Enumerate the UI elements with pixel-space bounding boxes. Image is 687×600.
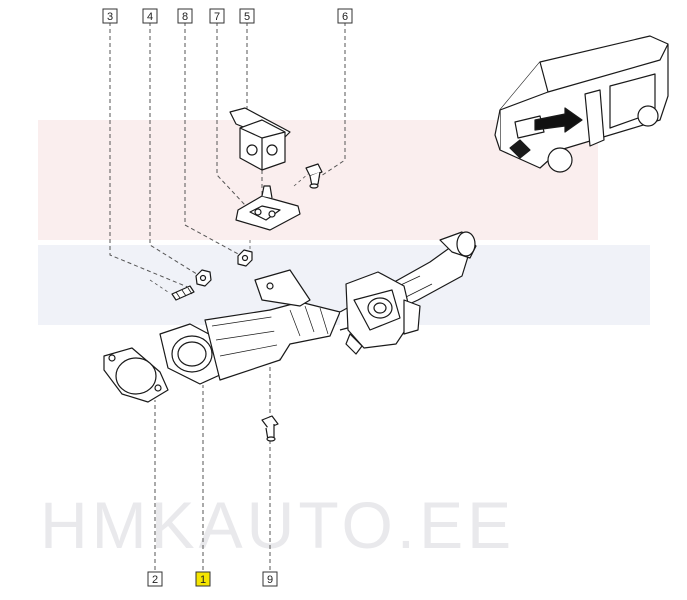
leader-lines <box>109 22 346 570</box>
callout-4[interactable]: 4 <box>142 8 158 24</box>
callout-7[interactable]: 7 <box>209 8 225 24</box>
part-1-egr-cooler-pipe[interactable] <box>159 231 477 385</box>
callout-label: 1 <box>200 574 206 586</box>
callout-9[interactable]: 9 <box>262 571 278 587</box>
part-6-bolt[interactable] <box>305 163 323 189</box>
assembly-axis-lines <box>149 173 309 293</box>
part-5-mount-block[interactable] <box>229 107 291 171</box>
part-2-gasket[interactable] <box>103 347 169 403</box>
part-4-nut[interactable] <box>195 269 212 287</box>
locator-arrow-icon <box>534 107 583 133</box>
callout-label: 6 <box>342 11 348 23</box>
callout-label: 5 <box>244 11 250 23</box>
callout-8[interactable]: 8 <box>177 8 193 24</box>
watermark-site-text: HMKAUTO.EE <box>40 488 515 562</box>
callout-3[interactable]: 3 <box>102 8 118 24</box>
van-locator-icon <box>494 35 669 173</box>
watermark: HMKAUTO.EE <box>38 120 650 562</box>
callout-label: 7 <box>214 11 220 23</box>
callout-6[interactable]: 6 <box>337 8 353 24</box>
callout-label: 3 <box>107 11 113 23</box>
callout-1[interactable]: 1 <box>195 571 211 587</box>
callout-2[interactable]: 2 <box>147 571 163 587</box>
callout-5[interactable]: 5 <box>239 8 255 24</box>
callout-label: 9 <box>267 574 273 586</box>
part-7-bracket[interactable] <box>235 185 301 231</box>
part-3-stud[interactable] <box>171 285 195 301</box>
part-8-nut[interactable] <box>237 249 253 267</box>
callout-label: 8 <box>182 11 188 23</box>
callout-label: 2 <box>152 574 158 586</box>
callout-label: 4 <box>147 11 153 23</box>
part-9-bolt[interactable] <box>261 415 279 442</box>
